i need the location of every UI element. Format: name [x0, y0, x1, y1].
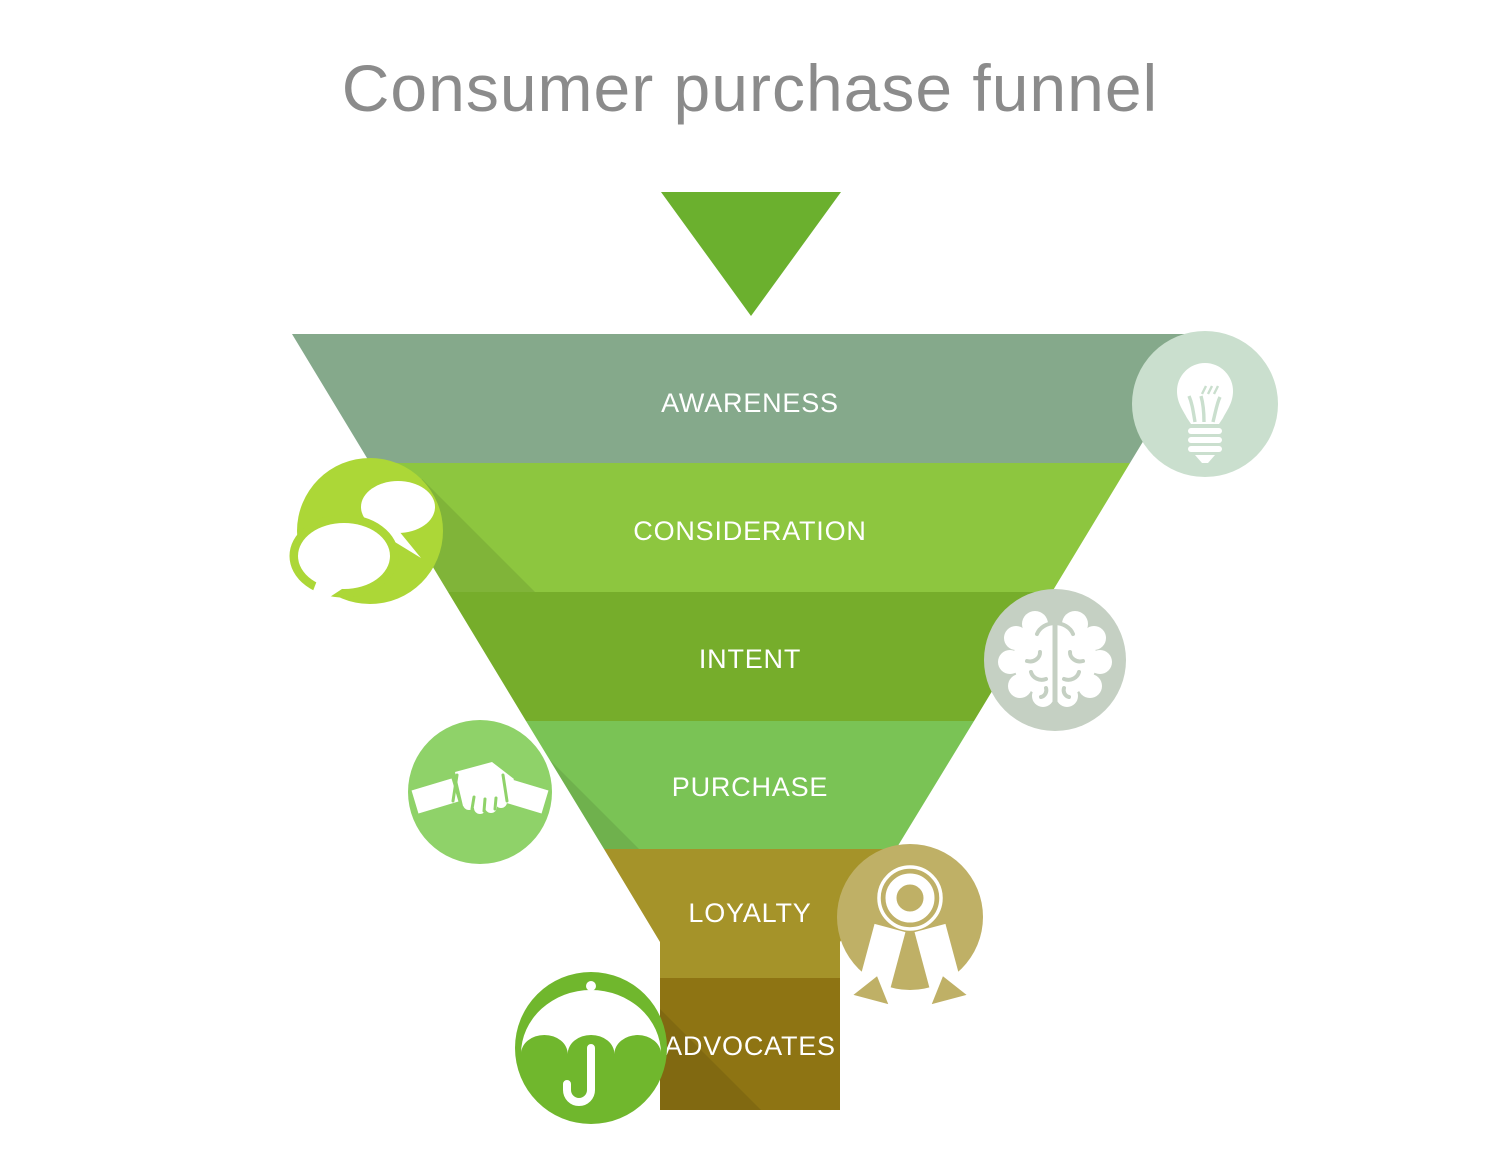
- handshake-icon: [411, 762, 549, 814]
- umbrella-icon: [521, 981, 661, 1106]
- stage-band-advocates: [660, 978, 840, 1110]
- stage-label-intent: INTENT: [699, 644, 801, 674]
- stage-band-consideration: [370, 463, 1130, 592]
- award-badge: [837, 844, 983, 1005]
- funnel-inlet-arrow: [661, 192, 841, 316]
- stage-label-awareness: AWARENESS: [661, 388, 839, 418]
- speech-bubbles-badge: [289, 458, 443, 614]
- speech-bubbles-icon: [289, 481, 435, 614]
- handshake-badge: [408, 720, 552, 864]
- lightbulb-badge: [1132, 331, 1278, 477]
- umbrella-badge: [515, 972, 667, 1124]
- brain-icon: [998, 611, 1112, 707]
- stage-label-purchase: PURCHASE: [672, 772, 828, 802]
- stage-band-loyalty: [604, 849, 896, 978]
- stage-label-consideration: CONSIDERATION: [633, 516, 866, 546]
- stage-label-advocates: ADVOCATES: [664, 1031, 836, 1061]
- lightbulb-icon: [1177, 363, 1233, 463]
- stage-band-purchase: [526, 721, 974, 849]
- page-title: Consumer purchase funnel: [341, 51, 1159, 125]
- award-ribbon-icon: [853, 865, 967, 1005]
- stage-band-awareness: [292, 334, 1208, 463]
- stage-band-intent: [448, 592, 1052, 721]
- stage-label-loyalty: LOYALTY: [688, 898, 811, 928]
- brain-badge: [984, 589, 1126, 731]
